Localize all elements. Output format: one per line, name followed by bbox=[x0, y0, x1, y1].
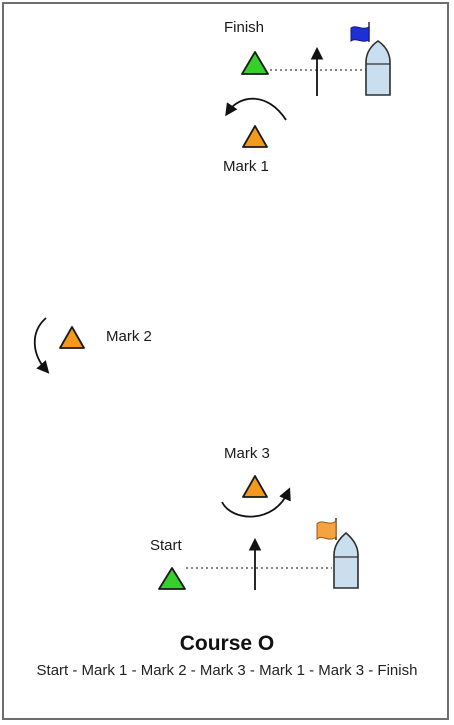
finish-pin-mark-icon bbox=[241, 51, 269, 75]
start-pin-mark-icon bbox=[158, 567, 186, 590]
finish-flag-icon bbox=[350, 26, 370, 43]
mark2-rounding-arrow-icon bbox=[33, 317, 50, 374]
mark1-label: Mark 1 bbox=[223, 158, 269, 175]
start-flag-icon bbox=[316, 519, 337, 541]
start-committee-boat-icon bbox=[316, 518, 359, 589]
mark3-buoy-icon bbox=[242, 475, 268, 498]
finish-committee-boat-icon bbox=[350, 22, 391, 96]
finish-label: Finish bbox=[224, 19, 265, 36]
diagram-frame bbox=[2, 2, 449, 720]
course-title: Course O bbox=[179, 632, 275, 655]
mark1-rounding-arrow-icon bbox=[225, 97, 287, 121]
mark2-buoy-icon bbox=[59, 326, 85, 349]
course-sequence: Start - Mark 1 - Mark 2 - Mark 3 - Mark … bbox=[36, 662, 418, 679]
mark3-label: Mark 3 bbox=[224, 445, 270, 462]
mark2-label: Mark 2 bbox=[106, 328, 152, 345]
mark3-rounding-arrow-icon bbox=[221, 487, 291, 518]
mark1-buoy-icon bbox=[242, 125, 268, 148]
start-label: Start bbox=[150, 537, 182, 554]
